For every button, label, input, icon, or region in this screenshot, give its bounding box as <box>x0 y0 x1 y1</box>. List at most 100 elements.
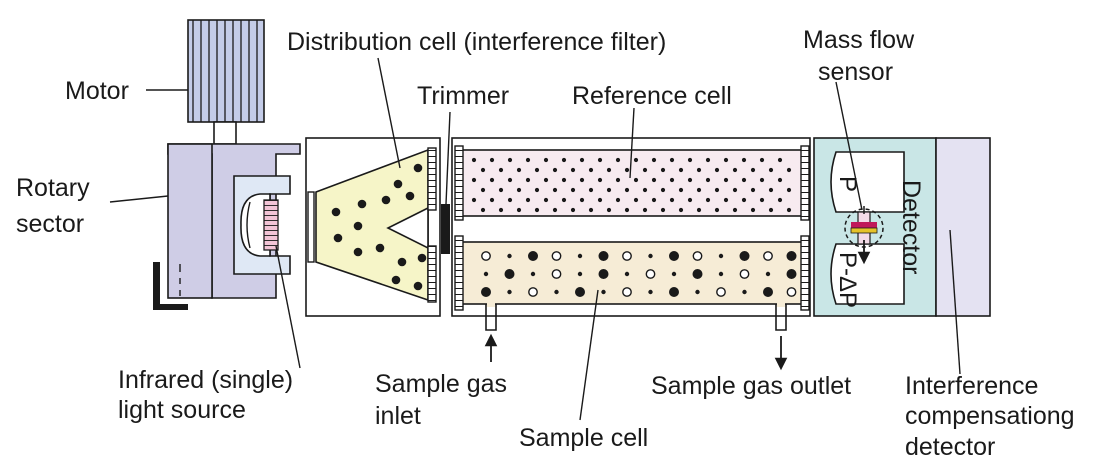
reference-gas-dot <box>561 177 567 183</box>
reference-gas-dot <box>597 197 603 203</box>
reference-gas-dot <box>642 167 648 173</box>
reference-gas-dot <box>768 207 774 213</box>
motor-label: Motor <box>65 77 129 105</box>
sample-gas-dot <box>601 289 606 295</box>
reference-gas-dot <box>606 167 612 173</box>
reference-gas-dot <box>633 197 639 203</box>
infrared-source-label-line2: light source <box>118 396 246 424</box>
reference-gas-dot <box>678 187 684 193</box>
reference-gas-dot <box>624 187 630 193</box>
sample-gas-outlet-label: Sample gas outlet <box>651 372 851 400</box>
sample-gas-dot <box>530 271 536 277</box>
reference-gas-dot <box>768 167 774 173</box>
mass-flow-sensor-icon <box>844 206 884 265</box>
reference-gas-dot <box>624 207 630 213</box>
reference-gas-dot <box>651 177 657 183</box>
reference-gas-dot <box>606 187 612 193</box>
sample-gas-dot <box>481 251 491 261</box>
reference-gas-dot <box>705 177 711 183</box>
mass-flow-sensor-label-line2: sensor <box>818 58 893 86</box>
reference-gas-dot <box>507 157 513 163</box>
reference-gas-dot <box>633 157 639 163</box>
motor-icon <box>187 19 265 145</box>
reference-gas-dot <box>606 207 612 213</box>
reference-gas-dot <box>588 187 594 193</box>
detector-label: Detector <box>897 180 925 274</box>
sample-gas-dot <box>718 253 724 259</box>
reference-cell <box>454 145 810 221</box>
reference-gas-dot <box>498 207 504 213</box>
infrared-source-label-line1: Infrared (single) <box>118 366 293 394</box>
reference-gas-dot <box>561 157 567 163</box>
reference-gas-dot <box>723 197 729 203</box>
sample-gas-inlet-label-line2: inlet <box>375 402 421 430</box>
reference-gas-dot <box>741 177 747 183</box>
sample-gas-dot <box>528 251 538 261</box>
reference-gas-dot <box>525 157 531 163</box>
reference-gas-dot <box>651 157 657 163</box>
sample-gas-dot <box>598 251 609 261</box>
reference-gas-dot <box>561 197 567 203</box>
reference-gas-dot <box>687 197 693 203</box>
sample-gas-inlet-label-line1: Sample gas <box>375 370 507 398</box>
reference-gas-dot <box>777 197 783 203</box>
reference-gas-dot <box>588 167 594 173</box>
reference-gas-dot <box>732 187 738 193</box>
distribution-cell <box>305 137 441 317</box>
interference-detector-label-line2: compensationg <box>905 402 1075 430</box>
reference-gas-dot <box>642 207 648 213</box>
reference-gas-dot <box>660 207 666 213</box>
reference-gas-dot <box>597 177 603 183</box>
reference-gas-dot <box>471 157 477 163</box>
mass-flow-sensor-label-line1: Mass flow <box>803 26 915 54</box>
sample-gas-dot <box>669 251 679 261</box>
reference-gas-dot <box>696 167 702 173</box>
distribution-cell-label: Distribution cell (interference filter) <box>287 28 666 56</box>
reference-gas-dot <box>552 207 558 213</box>
reference-gas-dot <box>471 177 477 183</box>
reference-gas-dot <box>696 207 702 213</box>
reference-gas-dot <box>660 187 666 193</box>
reference-gas-dot <box>750 207 756 213</box>
reference-gas-dot <box>516 167 522 173</box>
sample-gas-dot <box>786 251 797 261</box>
reference-gas-dot <box>786 207 792 213</box>
reference-gas-dot <box>471 197 477 203</box>
reference-gas-dot <box>534 187 540 193</box>
reference-gas-dot <box>678 167 684 173</box>
sample-gas-dot <box>671 271 677 277</box>
reference-gas-dot <box>507 197 513 203</box>
sample-gas-dot <box>598 269 609 279</box>
sample-gas-dot <box>507 253 512 259</box>
reference-gas-dot <box>651 197 657 203</box>
reference-gas-dot <box>489 157 495 163</box>
reference-gas-dot <box>723 157 729 163</box>
trimmer <box>441 204 450 254</box>
reference-gas-dot <box>786 187 792 193</box>
reference-cell-label: Reference cell <box>572 82 732 110</box>
sample-gas-dot <box>739 251 750 261</box>
reference-gas-dot <box>732 167 738 173</box>
reference-gas-dot <box>669 197 675 203</box>
reference-gas-dot <box>570 187 576 193</box>
sample-gas-dot <box>624 271 630 277</box>
reference-gas-dot <box>732 207 738 213</box>
sample-gas-dot <box>622 251 632 261</box>
sample-gas-dot <box>786 269 797 279</box>
sample-gas-dot <box>648 289 653 295</box>
reference-gas-dot <box>759 177 765 183</box>
sample-gas-dot <box>692 269 703 279</box>
sample-gas-dot <box>577 253 583 259</box>
reference-gas-dot <box>570 167 576 173</box>
reference-gas-dot <box>579 197 585 203</box>
reference-gas-dot <box>705 197 711 203</box>
reference-gas-dot <box>489 177 495 183</box>
sample-gas-dot <box>551 269 562 279</box>
reference-gas-dot <box>507 177 513 183</box>
reference-gas-dot <box>489 197 495 203</box>
reference-gas-dot <box>525 197 531 203</box>
reference-gas-dot <box>525 177 531 183</box>
reference-gas-dot <box>615 177 621 183</box>
reference-gas-dot <box>516 207 522 213</box>
